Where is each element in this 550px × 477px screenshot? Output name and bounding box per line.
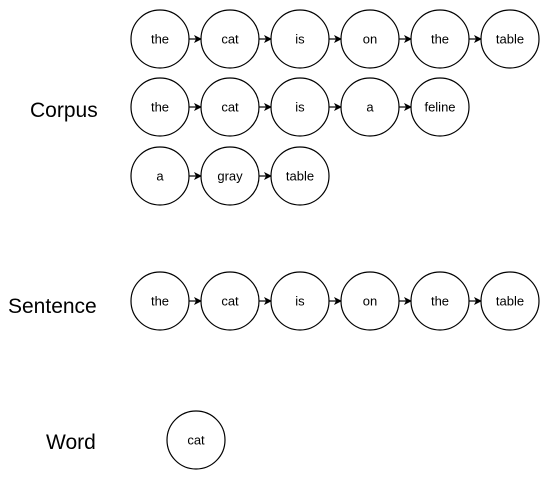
word-label-sentence-0-3: on [363, 294, 377, 309]
word-label-corpus-1-2: is [295, 100, 305, 115]
word-label-corpus-2-2: table [286, 169, 314, 184]
word-label-corpus-2-1: gray [217, 169, 243, 184]
word-label-corpus-0-3: on [363, 32, 377, 47]
sentence-label: Sentence [8, 295, 97, 318]
word-label-corpus-0-2: is [295, 32, 305, 47]
corpus-label: Corpus [30, 99, 98, 122]
word-node-corpus-0-5 [480, 9, 540, 69]
word-label-corpus-1-4: feline [424, 100, 455, 115]
word-label-corpus-2-0: a [156, 169, 164, 184]
word-label-corpus-1-0: the [151, 100, 169, 115]
word-label-sentence-0-0: the [151, 294, 169, 309]
word-label-sentence-0-2: is [295, 294, 305, 309]
word-label-corpus-0-4: the [431, 32, 449, 47]
word-node-corpus-2-2 [270, 146, 330, 206]
word-label-sentence-0-1: cat [221, 294, 239, 309]
word-node-sentence-0-5 [480, 271, 540, 331]
word-label-sentence-0-5: table [496, 294, 524, 309]
word-label-corpus-0-1: cat [221, 32, 239, 47]
word-label: Word [46, 431, 96, 454]
word-label-corpus-0-5: table [496, 32, 524, 47]
word-node-word-0-0 [166, 410, 226, 470]
word-label-corpus-1-3: a [366, 100, 374, 115]
word-label-corpus-0-0: the [151, 32, 169, 47]
word-node-corpus-1-4 [410, 77, 470, 137]
word-label-corpus-1-1: cat [221, 100, 239, 115]
word-label-word-0-0: cat [187, 433, 205, 448]
word-label-sentence-0-4: the [431, 294, 449, 309]
